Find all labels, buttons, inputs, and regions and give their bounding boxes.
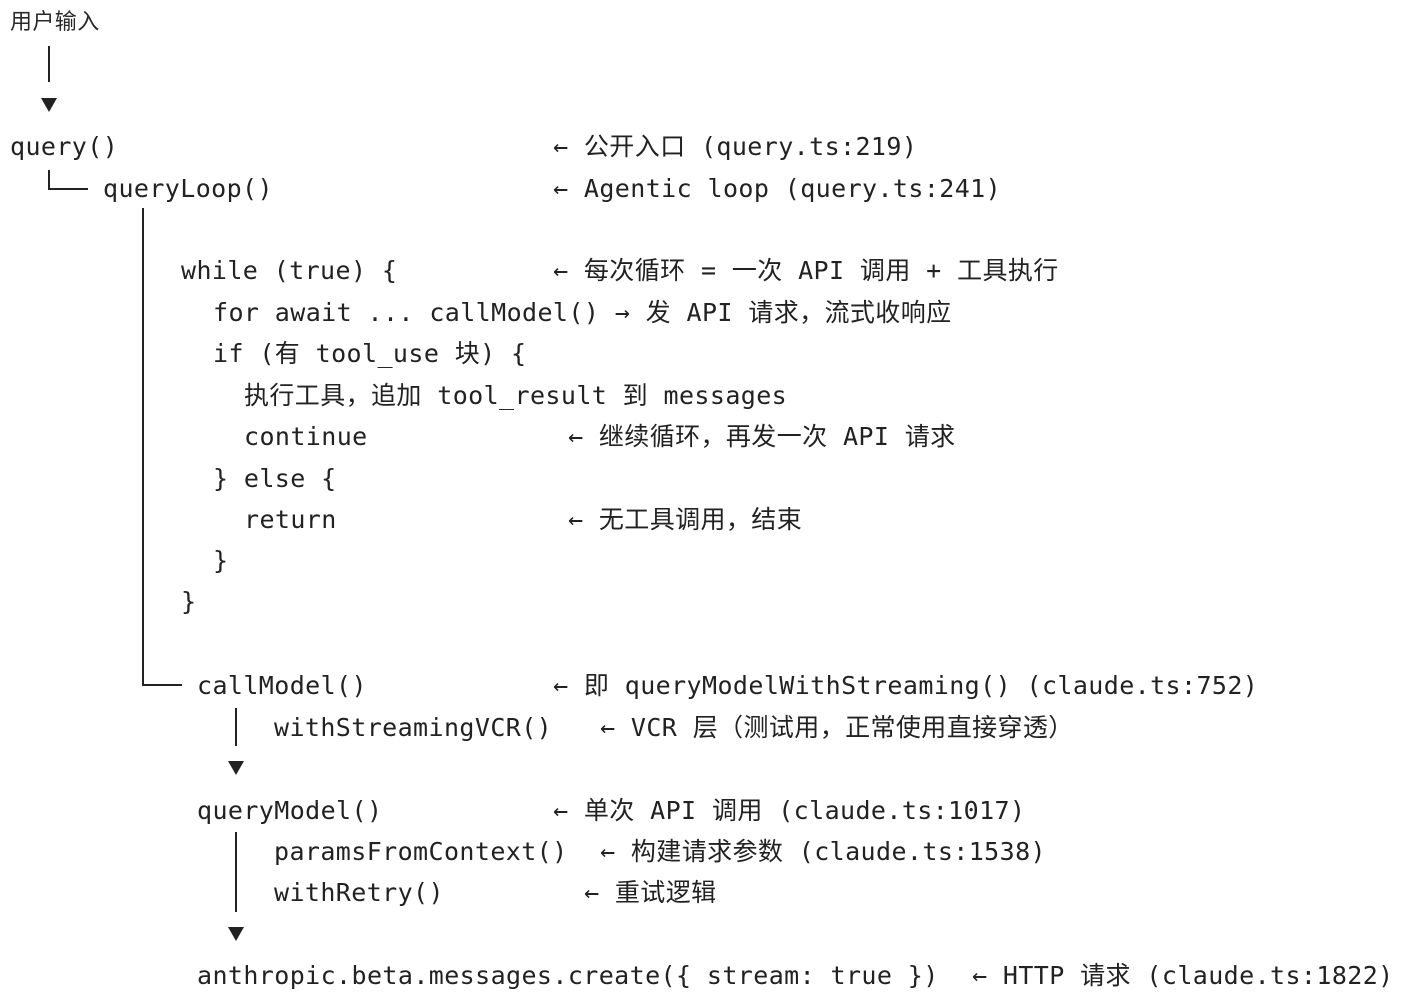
tree-branch-line: [48, 170, 50, 190]
else-statement: } else {: [213, 464, 337, 493]
for-await-statement: for await ... callModel() → 发 API 请求，流式收…: [213, 298, 952, 327]
flow-connector-line: [235, 708, 237, 746]
withretry-function: withRetry(): [274, 878, 444, 907]
querymodel-function: queryModel(): [197, 796, 383, 825]
messages-create-call: anthropic.beta.messages.create({ stream:…: [197, 961, 939, 990]
query-comment: ← 公开入口 (query.ts:219): [553, 132, 918, 161]
flow-connector-line: [48, 46, 50, 82]
querymodel-comment: ← 单次 API 调用 (claude.ts:1017): [553, 796, 1026, 825]
return-statement: return: [244, 505, 337, 534]
tree-branch-line: [48, 188, 88, 190]
withstreamingvcr-comment: ← VCR 层（测试用，正常使用直接穿透）: [600, 713, 1074, 742]
continue-statement: continue: [244, 422, 368, 451]
close-outer-brace: }: [181, 587, 197, 616]
queryloop-function: queryLoop(): [103, 174, 273, 203]
user-input-label: 用户输入: [10, 10, 100, 35]
down-arrow-icon: [228, 761, 244, 775]
down-arrow-icon: [228, 927, 244, 941]
messages-create-comment: ← HTTP 请求 (claude.ts:1822): [972, 961, 1394, 990]
paramsfromcontext-function: paramsFromContext(): [274, 837, 568, 866]
query-function: query(): [10, 132, 119, 161]
return-comment: ← 无工具调用，结束: [568, 505, 803, 534]
flow-connector-line: [235, 832, 237, 912]
exec-tools-statement: 执行工具，追加 tool_result 到 messages: [244, 381, 788, 410]
paramsfromcontext-comment: ← 构建请求参数 (claude.ts:1538): [600, 837, 1046, 866]
while-comment: ← 每次循环 = 一次 API 调用 + 工具执行: [553, 256, 1059, 285]
tree-branch-line: [142, 684, 182, 686]
queryloop-comment: ← Agentic loop (query.ts:241): [553, 174, 1002, 203]
loop-body-line: [142, 208, 144, 686]
continue-comment: ← 继续循环，再发一次 API 请求: [568, 422, 956, 451]
down-arrow-icon: [41, 98, 57, 112]
while-statement: while (true) {: [181, 256, 398, 285]
callmodel-comment: ← 即 queryModelWithStreaming() (claude.ts…: [553, 671, 1259, 700]
if-tool-use-statement: if (有 tool_use 块) {: [213, 339, 527, 368]
withretry-comment: ← 重试逻辑: [584, 878, 717, 907]
close-inner-brace: }: [213, 546, 229, 575]
withstreamingvcr-function: withStreamingVCR(): [274, 713, 553, 742]
callmodel-function: callModel(): [197, 671, 367, 700]
